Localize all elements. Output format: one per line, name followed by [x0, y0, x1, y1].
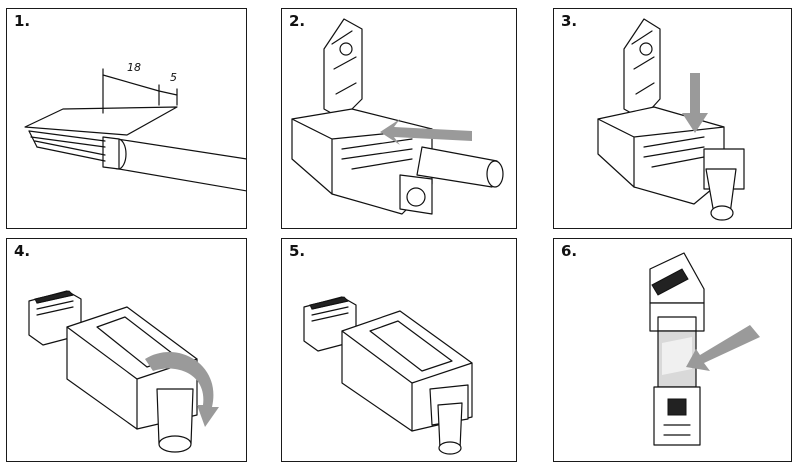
connector-assembled-illustration: [303, 296, 473, 455]
cable-jacket: [116, 138, 246, 192]
insert-arrow-icon: [380, 119, 472, 145]
step-number: 2.: [289, 12, 306, 30]
step-number: 5.: [289, 242, 306, 260]
step-number: 4.: [14, 242, 31, 260]
open-lid: [323, 18, 363, 120]
direction-arrow-icon: [686, 325, 760, 371]
connector-cross-section-illustration: [649, 252, 760, 446]
connector-close-illustration: [28, 290, 219, 453]
step-3-panel: 3.: [553, 8, 792, 229]
step-6-panel: 6.: [553, 238, 792, 462]
dimension-5: 5: [170, 71, 177, 84]
connector-press-illustration: [597, 18, 745, 221]
rotate-arrow-icon: [145, 352, 219, 427]
step-4-panel: 4.: [6, 238, 247, 462]
step-number: 3.: [561, 12, 578, 30]
step-2-panel: 2.: [281, 8, 517, 229]
cable-shield: [102, 136, 120, 170]
foil-sheet: [24, 106, 178, 136]
connector-body: [597, 106, 725, 205]
stripped-cable-illustration: 18 5: [24, 61, 246, 192]
step-5-panel: 5.: [281, 238, 517, 462]
step-number: 1.: [14, 12, 31, 30]
press-arrow-icon: [682, 73, 708, 133]
cable-section: [653, 386, 701, 446]
open-lid: [623, 18, 661, 120]
cable: [416, 146, 498, 188]
dimension-18: 18: [127, 61, 141, 74]
step-1-panel: 1. 18 5: [6, 8, 247, 229]
connector-open-insert-illustration: [291, 18, 504, 215]
step-number: 6.: [561, 242, 578, 260]
